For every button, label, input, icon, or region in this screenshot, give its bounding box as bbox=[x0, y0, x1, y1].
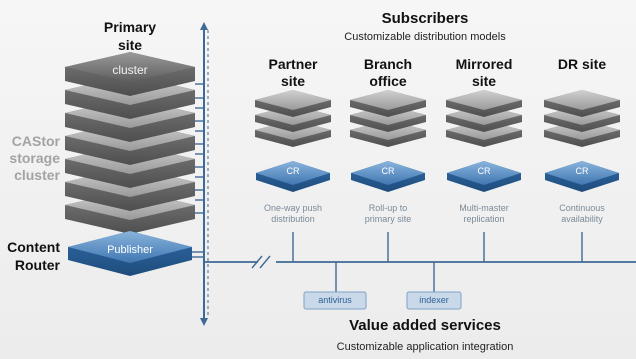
castor-label-line1: CAStor bbox=[11, 133, 60, 149]
site-name-partner-line1: Partner bbox=[268, 56, 318, 72]
cr-label-branch: CR bbox=[381, 166, 395, 176]
caption-branch-line2: primary site bbox=[364, 214, 412, 224]
publisher-node bbox=[68, 231, 192, 276]
cluster-label: cluster bbox=[112, 63, 148, 77]
content-router-label-line1: Content bbox=[7, 239, 60, 255]
service-label-indexer: indexer bbox=[419, 295, 449, 305]
subscriber-stack-dr bbox=[544, 90, 620, 147]
caption-branch-line1: Roll-up to bbox=[368, 203, 408, 213]
site-name-branch-line2: office bbox=[369, 73, 407, 89]
cr-node-dr bbox=[545, 161, 619, 192]
site-name-mirrored-line1: Mirrored bbox=[455, 56, 513, 72]
cr-node-branch bbox=[351, 161, 425, 192]
caption-partner-line1: One-way push bbox=[263, 203, 323, 213]
service-drop-lines bbox=[335, 262, 435, 293]
cr-label-dr: CR bbox=[575, 166, 589, 176]
cr-label-mirrored: CR bbox=[477, 166, 491, 176]
site-name-mirrored-line2: site bbox=[471, 73, 497, 89]
content-router-label-line2: Router bbox=[14, 257, 60, 273]
horizontal-network-bus bbox=[204, 255, 636, 269]
castor-label-line3: cluster bbox=[14, 167, 60, 183]
subscribers-title: Subscribers bbox=[381, 10, 469, 27]
subscriber-stack-branch bbox=[350, 90, 426, 147]
caption-dr-line1: Continuous bbox=[559, 203, 605, 213]
site-name-dr-line1: DR site bbox=[557, 56, 607, 72]
service-box-indexer bbox=[406, 291, 462, 310]
site-name-partner-line2: site bbox=[280, 73, 306, 89]
site-name-branch-line1: Branch bbox=[363, 56, 413, 72]
subscriber-stack-mirrored bbox=[446, 90, 522, 147]
primary-bus-connectors bbox=[192, 83, 204, 258]
primary-site-title-line1: Primary bbox=[103, 19, 157, 35]
cluster-top-slab bbox=[65, 52, 195, 96]
cr-label-partner: CR bbox=[286, 166, 300, 176]
primary-site-title-line2: site bbox=[117, 37, 143, 53]
cr-node-partner bbox=[256, 161, 330, 192]
primary-storage-stack bbox=[65, 52, 195, 234]
caption-mirrored-line2: replication bbox=[463, 214, 505, 224]
subscriber-stack-partner bbox=[255, 90, 331, 147]
caption-mirrored-line1: Multi-master bbox=[459, 203, 509, 213]
caption-partner-line2: distribution bbox=[271, 214, 315, 224]
subscribers-subtitle: Customizable distribution models bbox=[344, 31, 506, 43]
publisher-label: Publisher bbox=[107, 244, 153, 256]
caption-dr-line2: availability bbox=[561, 214, 603, 224]
subscriber-drop-lines bbox=[292, 232, 583, 262]
service-box-antivirus bbox=[303, 291, 367, 310]
castor-label-line2: storage bbox=[9, 150, 60, 166]
service-label-antivirus: antivirus bbox=[318, 295, 352, 305]
services-subtitle: Customizable application integration bbox=[336, 341, 514, 353]
cr-node-mirrored bbox=[447, 161, 521, 192]
vertical-network-bus bbox=[200, 22, 209, 326]
services-title: Value added services bbox=[349, 317, 501, 334]
